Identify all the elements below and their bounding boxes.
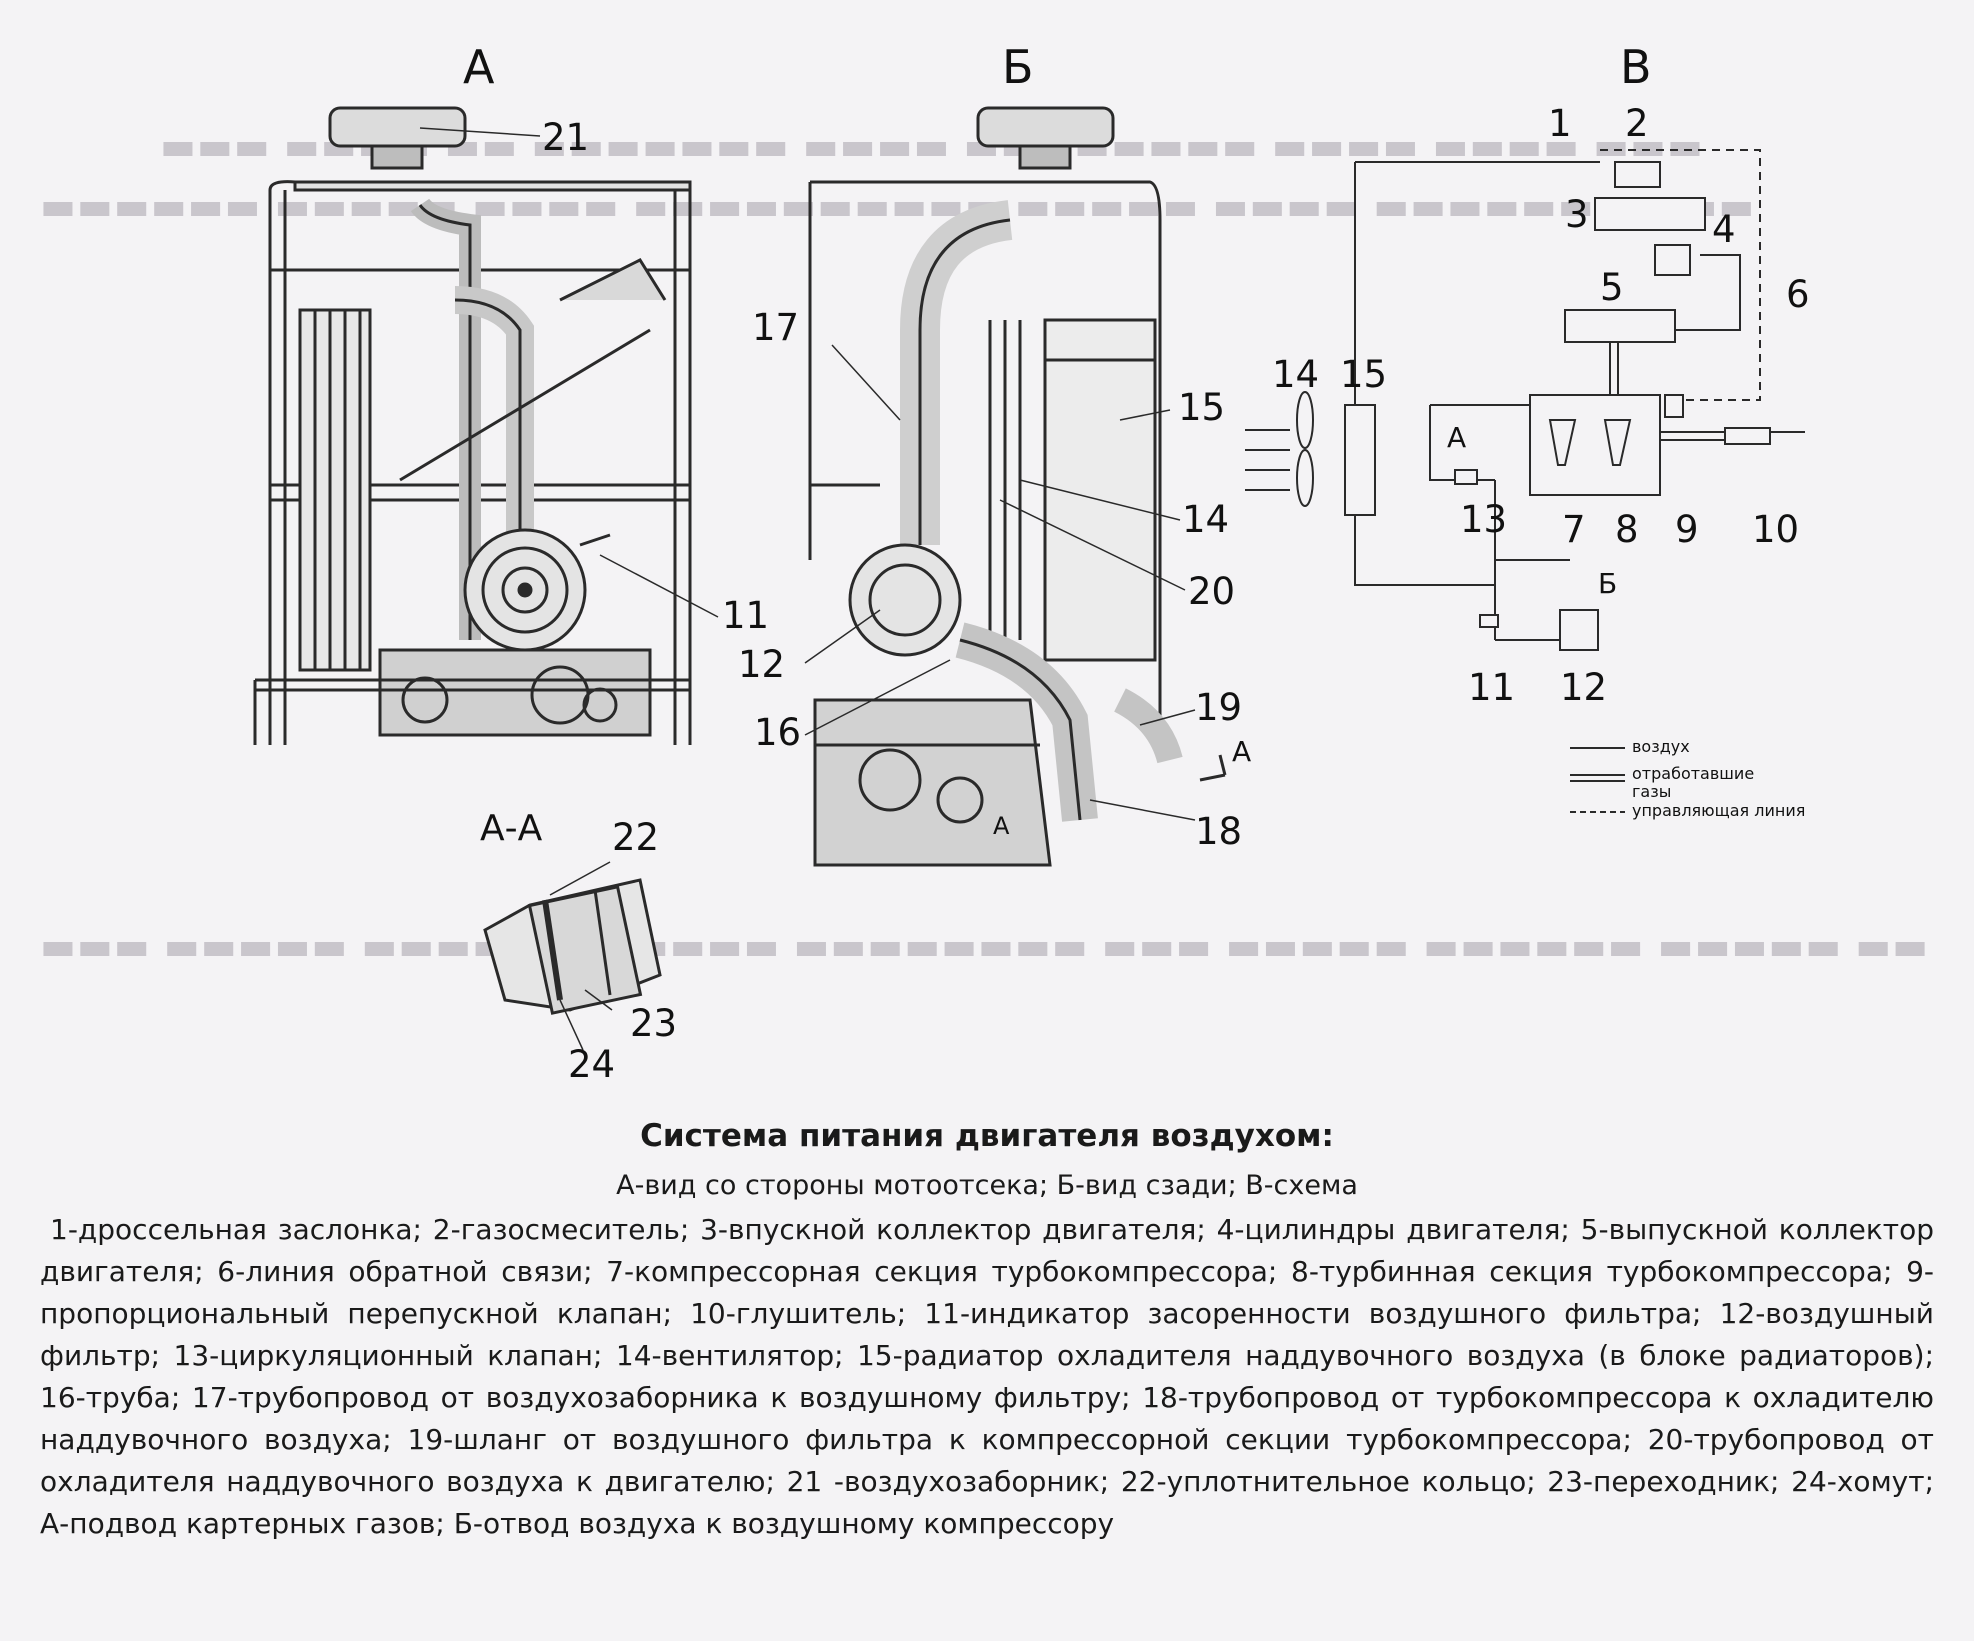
legend-air: воздух [1632, 737, 1690, 756]
scheme-callout-2: 2 [1625, 102, 1649, 145]
scheme-callout-3: 3 [1565, 193, 1589, 236]
figure-drawing [253, 106, 1805, 1051]
figure-caption: Система питания двигателя воздухом: А-ви… [40, 1118, 1934, 1545]
callout-14: 14 [1182, 498, 1230, 541]
bleed-through-text: ▬▬▬ ▬▬▬▬▬ ▬▬▬▬▬▬ ▬▬▬▬▬ ▬▬▬▬▬▬▬▬ ▬▬▬ ▬▬▬▬… [40, 924, 1930, 968]
scheme-drawing [1245, 149, 1805, 813]
scheme-callout-5: 5 [1600, 266, 1624, 309]
callout-16: 16 [754, 711, 802, 754]
view-b-drawing [808, 106, 1227, 867]
callout-18: 18 [1195, 810, 1243, 853]
caption-subtitle: А-вид со стороны мотоотсека; Б-вид сзади… [616, 1170, 1358, 1201]
callout-23: 23 [630, 1002, 678, 1045]
callout-20: 20 [1188, 570, 1236, 613]
scheme-callout-6: 6 [1786, 273, 1810, 316]
scheme-callout-14: 14 [1272, 353, 1320, 396]
callout-12: 12 [738, 643, 786, 686]
legend-control: управляющая линия [1632, 801, 1806, 820]
scheme-callout-8: 8 [1615, 508, 1639, 551]
scheme-callout-10: 10 [1752, 508, 1800, 551]
view-label-b: Б [1002, 40, 1034, 94]
view-label-a: А [463, 40, 495, 94]
section-aa-drawing [483, 878, 662, 1015]
scheme-callout-13: 13 [1460, 498, 1508, 541]
leader-lines [419, 127, 1196, 1051]
callout-22: 22 [612, 816, 660, 859]
figure: А Б В А-А 21 11 17 15 14 20 12 16 19 18 … [253, 40, 1810, 1086]
scheme-flow-label-a: А [1447, 421, 1467, 454]
scheme-callout-1: 1 [1548, 102, 1572, 145]
callout-19: 19 [1195, 686, 1243, 729]
scheme-callout-4: 4 [1712, 208, 1736, 251]
section-marker-a-lower: А [993, 812, 1010, 840]
callout-24: 24 [568, 1043, 616, 1086]
caption-legend-text: 1-дроссельная заслонка; 2-газосмеситель;… [40, 1213, 1934, 1540]
scheme-callout-15: 15 [1340, 353, 1388, 396]
scheme-flow-label-b: Б [1598, 567, 1618, 600]
callout-11: 11 [722, 594, 770, 637]
scheme-callout-9: 9 [1675, 508, 1699, 551]
callout-21: 21 [542, 116, 590, 159]
view-a-drawing [253, 106, 692, 745]
view-label-section: А-А [480, 808, 543, 849]
callout-17: 17 [752, 306, 800, 349]
caption-title: Система питания двигателя воздухом: [640, 1118, 1334, 1154]
callout-15: 15 [1178, 386, 1226, 429]
view-label-v: В [1620, 40, 1652, 94]
scheme-callout-7: 7 [1562, 508, 1586, 551]
section-marker-a: А [1232, 735, 1252, 768]
scheme-callout-11: 11 [1468, 666, 1516, 709]
legend-exhaust: отработавшие газы [1632, 764, 1755, 801]
scheme-callout-12: 12 [1560, 666, 1608, 709]
